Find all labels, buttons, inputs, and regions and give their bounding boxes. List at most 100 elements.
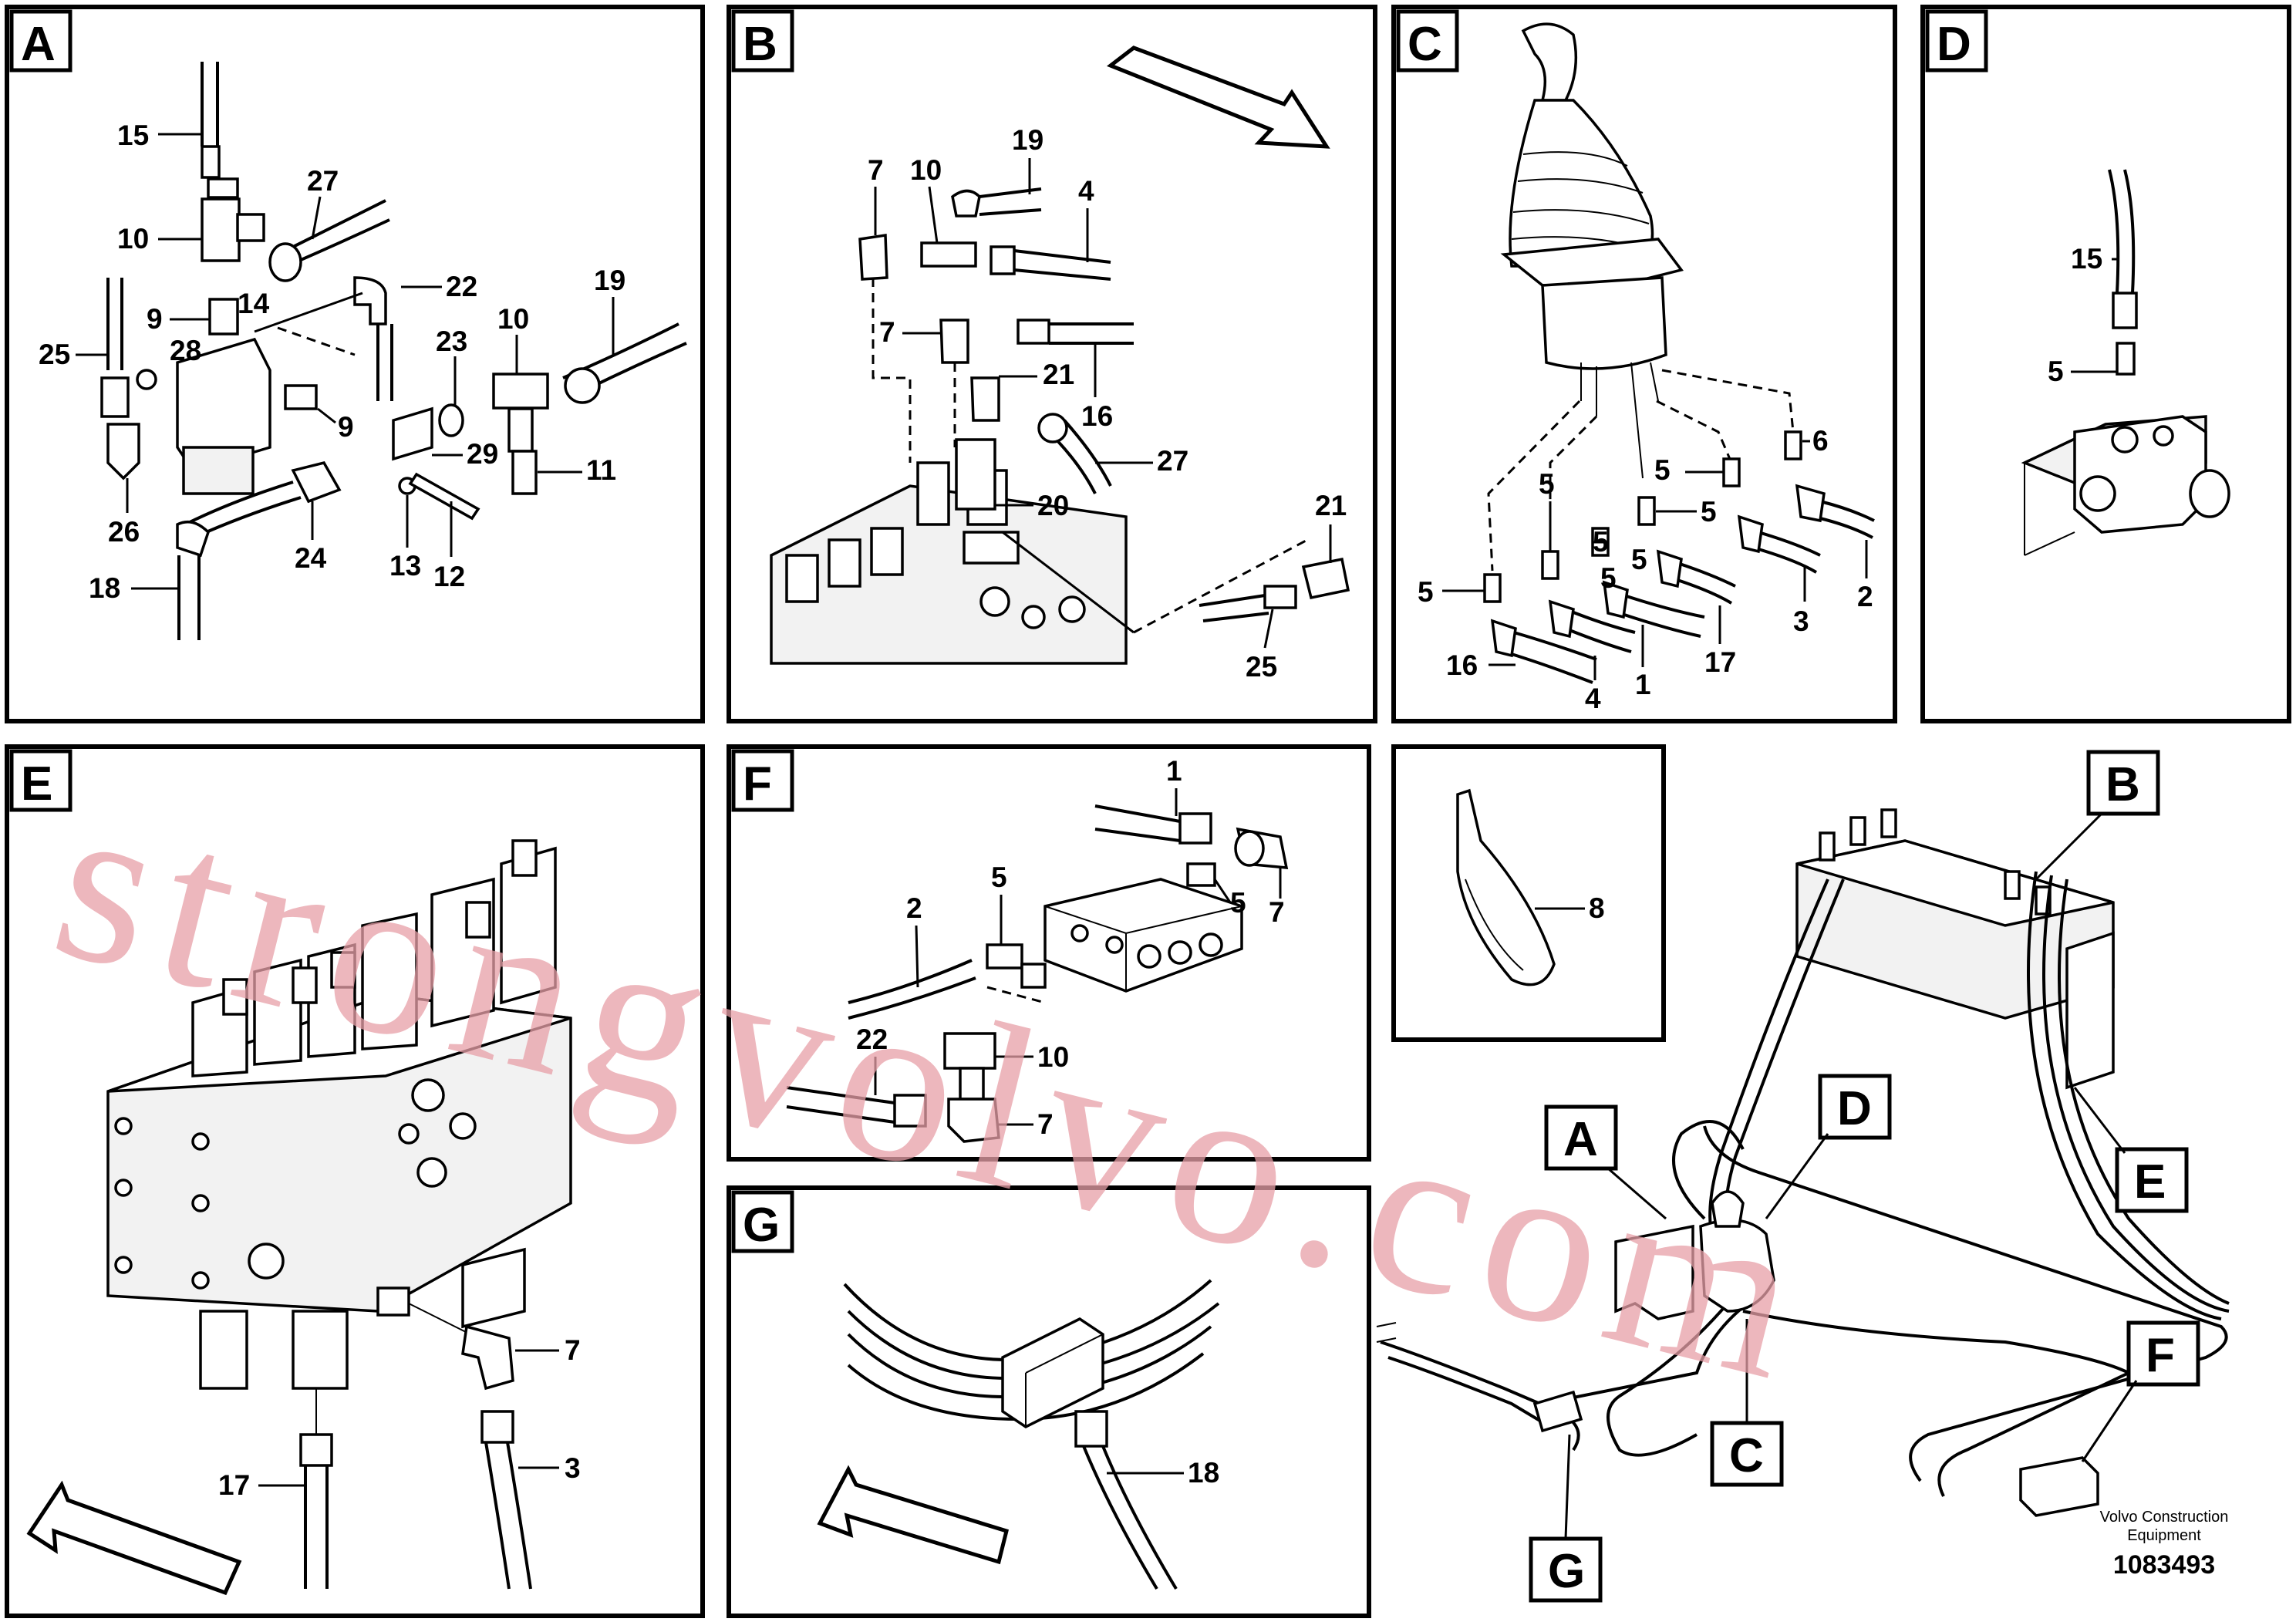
elbow-26 — [106, 423, 140, 481]
ov-bracket — [1614, 1224, 1694, 1320]
label-a-10b: 10 — [497, 303, 529, 335]
elbow-7-f-low — [947, 1098, 1000, 1143]
panel-d: D 15 5 — [1920, 5, 2291, 723]
direction-arrow-g — [817, 1465, 1010, 1565]
label-c-6: 6 — [1812, 425, 1829, 457]
dash-f1 — [986, 986, 1046, 1004]
tee-10-f — [943, 1032, 996, 1070]
adapter-9 — [208, 298, 239, 336]
hose-16 — [1049, 322, 1134, 345]
label-b-20: 20 — [1037, 490, 1069, 521]
panel-g-tag: G — [743, 1199, 780, 1252]
elbow-7a — [858, 233, 888, 281]
fitting-25 — [100, 376, 130, 418]
label-a-11: 11 — [586, 454, 616, 486]
label-b-21: 21 — [1043, 359, 1074, 390]
label-c-5a: 5 — [1539, 468, 1555, 500]
port-e4 — [398, 1123, 420, 1145]
label-d-5: 5 — [2048, 356, 2064, 387]
dash-c4 — [1661, 369, 1795, 433]
ov-hose-4 — [2042, 875, 2230, 1313]
spool-e3 — [461, 1247, 526, 1329]
label-b-16: 16 — [1081, 400, 1113, 432]
label-g-18: 18 — [1188, 1457, 1219, 1489]
label-h-8: 8 — [1589, 892, 1605, 924]
hose-4 — [1013, 249, 1111, 281]
label-a-22: 22 — [446, 271, 477, 302]
port-d2 — [2153, 425, 2174, 447]
cable-tie — [1456, 788, 1556, 986]
overview-tag-d: D — [1837, 1082, 1872, 1135]
port-e3 — [416, 1157, 447, 1188]
port-e2 — [449, 1112, 477, 1140]
panel-f-tag: F — [743, 757, 772, 811]
ov-hose-10 — [1672, 1120, 1745, 1220]
bolt-12 — [408, 472, 480, 521]
panel-g-tag-box — [731, 1190, 794, 1253]
ov-hose-3 — [2027, 871, 2222, 1320]
fitting-5-e — [1722, 457, 1741, 487]
hose-3-e — [484, 1442, 532, 1590]
nut-4 — [990, 245, 1016, 275]
tee-10-b — [920, 241, 977, 268]
panel-d-tag: D — [1937, 18, 1971, 71]
tee-10b-down — [507, 407, 534, 453]
panel-d-frame — [1920, 5, 2291, 723]
label-a-9b: 9 — [338, 411, 354, 443]
label-a-13: 13 — [389, 550, 421, 582]
port-e5 — [248, 1243, 285, 1280]
panel-c-tag: C — [1408, 18, 1442, 71]
fitting-5-b — [1541, 550, 1559, 580]
port-f5 — [1199, 932, 1223, 957]
elbow-21b — [1301, 557, 1350, 600]
label-b-19: 19 — [1012, 124, 1043, 156]
overview-tag-a-box — [1544, 1104, 1618, 1171]
hose-1-c — [1619, 592, 1705, 638]
panel-g: G 18 — [727, 1185, 1371, 1618]
bolt-e5 — [191, 1194, 210, 1212]
footer-drawing-number: 1083493 — [2113, 1550, 2215, 1580]
label-b-7b: 7 — [879, 316, 895, 348]
hose-17-c — [1677, 561, 1736, 605]
label-f-5a: 5 — [991, 862, 1007, 893]
cap-e2 — [292, 966, 318, 1004]
hose-25-b — [1199, 594, 1269, 622]
label-a-12: 12 — [433, 561, 465, 592]
label-a-23: 23 — [436, 325, 467, 357]
label-c-5e: 5 — [1631, 544, 1647, 575]
label-d-15: 15 — [2071, 243, 2102, 275]
fitting-5-d — [2116, 342, 2136, 376]
elbow-22 — [353, 276, 387, 325]
overview-tag-f: F — [2146, 1329, 2175, 1382]
label-b-10: 10 — [910, 154, 942, 186]
elbow-21a — [970, 376, 1000, 422]
port-b1 — [979, 586, 1010, 617]
ov-connector-g — [1532, 1390, 1583, 1433]
overview-valve-top — [1796, 839, 2114, 927]
nut-25-b — [1263, 585, 1297, 609]
cap-e3 — [330, 951, 356, 989]
panel-a-tag: A — [21, 18, 56, 71]
joystick-lines — [1580, 362, 1659, 479]
label-a-9: 9 — [147, 303, 163, 335]
valve-stack-6 — [500, 846, 557, 1005]
hose-22-f — [786, 1086, 895, 1124]
label-f-2: 2 — [906, 892, 922, 924]
panel-cable-tie-frame — [1391, 744, 1666, 1042]
label-c-1: 1 — [1635, 669, 1651, 700]
ov-cap2 — [1849, 816, 1866, 846]
elbow-4-c — [1548, 599, 1575, 639]
panel-a-tag-box — [9, 9, 72, 73]
label-b-25: 25 — [1246, 651, 1277, 683]
adapter-7-e — [376, 1286, 410, 1317]
block-14 — [176, 337, 271, 473]
ov-joystick-top — [1711, 1190, 1745, 1228]
port-b3 — [1058, 595, 1086, 623]
valve-cap-3 — [870, 527, 904, 576]
spool-e1 — [199, 1310, 248, 1390]
ov-hose-8 — [1607, 1302, 1729, 1457]
panel-b-tag-box — [731, 9, 794, 73]
fitting-5-d — [1637, 496, 1656, 526]
bolt-e4 — [191, 1132, 210, 1151]
label-c-4: 4 — [1585, 683, 1601, 714]
